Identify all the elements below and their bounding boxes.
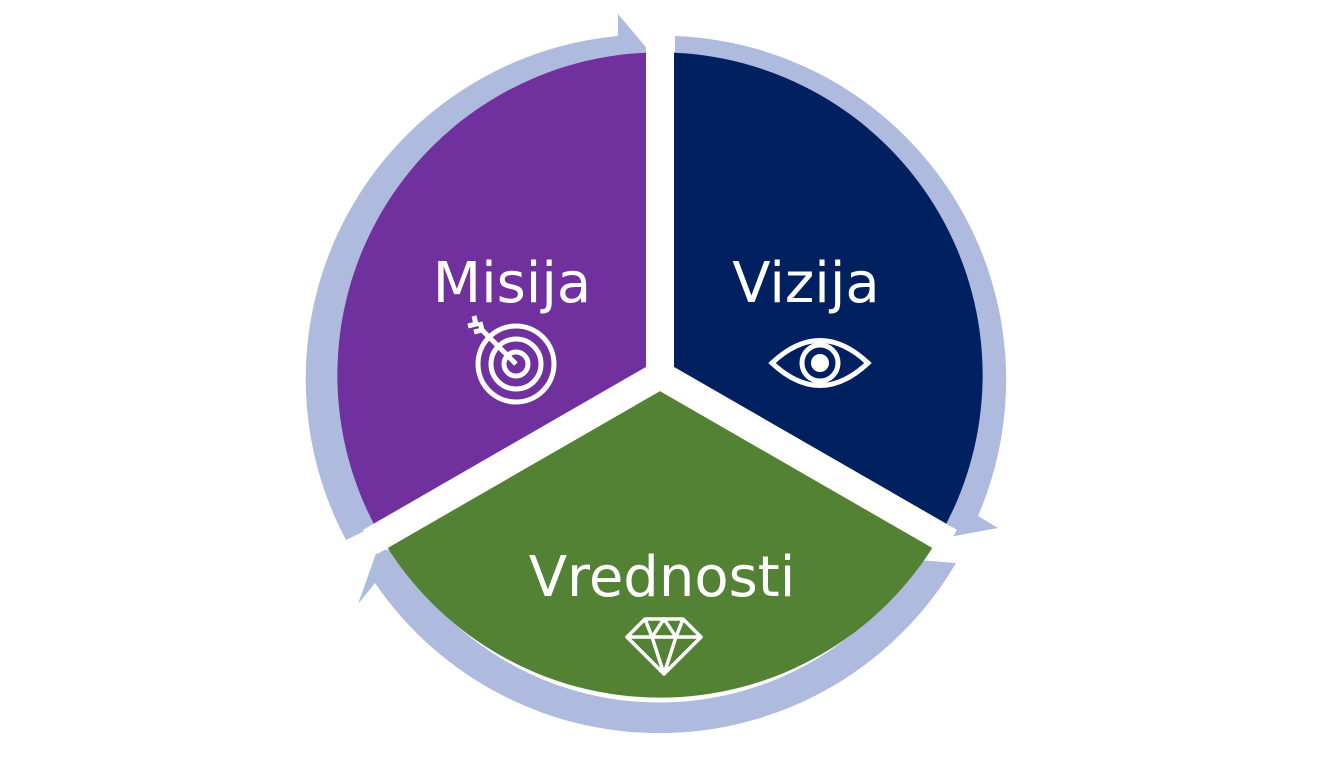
diamond-icon	[625, 617, 703, 676]
segment-label-misija: Misija	[433, 251, 591, 316]
segment-dividers	[363, 40, 957, 555]
eye-icon	[768, 338, 872, 388]
segment-label-vizija: Vizija	[732, 251, 879, 316]
ring-arrow-vizija-to-vrednosti	[675, 36, 1007, 537]
target-icon	[467, 315, 557, 405]
segment-label-vrednosti: Vrednosti	[529, 545, 796, 610]
ring-arrow-vrednosti-to-misija	[358, 548, 956, 734]
